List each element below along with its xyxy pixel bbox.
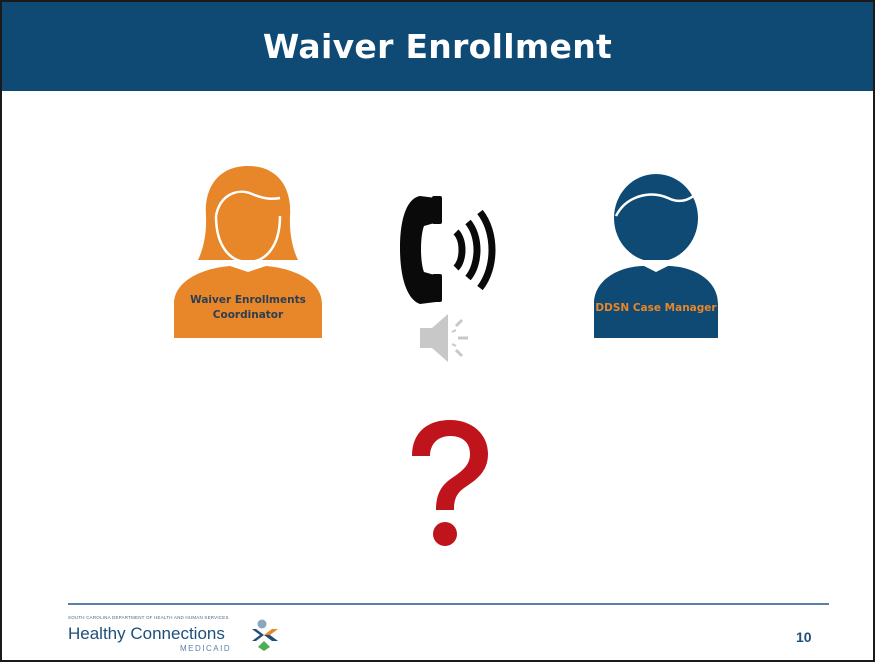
footer-divider [68, 603, 829, 605]
page-number: 10 [796, 629, 812, 645]
telephone-ringing-icon [394, 192, 512, 315]
slide-title: Waiver Enrollment [262, 27, 613, 66]
healthy-connections-logo: SOUTH CAROLINA DEPARTMENT OF HEALTH AND … [68, 615, 288, 655]
female-person-icon [174, 166, 322, 338]
case-manager-figure: DDSN Case Manager [594, 168, 718, 338]
male-person-icon [594, 174, 718, 338]
speaker-icon [418, 310, 480, 371]
coordinator-label: Waiver Enrollments Coordinator [190, 294, 306, 321]
logo-sub-text: MEDICAID [180, 644, 232, 653]
case-manager-label: DDSN Case Manager [595, 302, 717, 314]
logo-name-text: Healthy Connections [68, 624, 225, 643]
question-mark-icon [406, 416, 492, 553]
coordinator-figure: Waiver Enrollments Coordinator [174, 164, 322, 338]
logo-mark-icon [252, 619, 278, 651]
title-bar: Waiver Enrollment [2, 2, 873, 91]
logo-department-text: SOUTH CAROLINA DEPARTMENT OF HEALTH AND … [68, 615, 229, 620]
